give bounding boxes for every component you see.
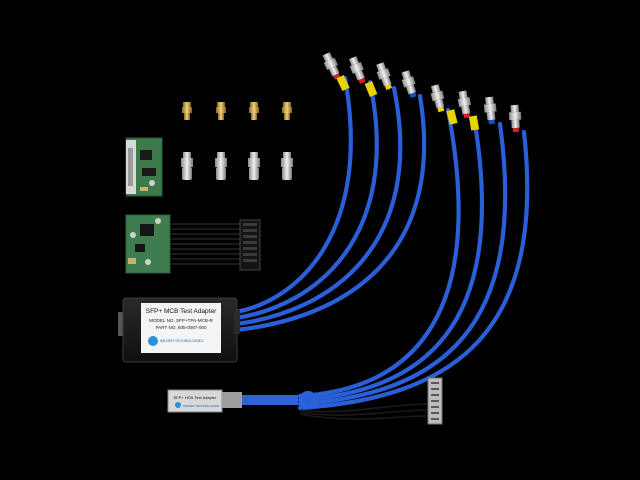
cable-sma-connectors [322,52,522,133]
cable-8 [297,129,530,411]
cable-4 [233,93,427,333]
cable-7 [297,121,508,407]
mcb-adapter-title: SFP+ MCB Test Adapter [146,308,217,315]
gold-sma-adapters [182,102,292,120]
sfp-pcb-module [125,137,163,197]
cable-labels [336,74,480,131]
hcb-adapter-title: SFP+ HCB Test Adapter [174,395,218,400]
pull-tab-ring [299,391,317,409]
cable-3 [233,85,403,327]
hcb-brand-logo-icon [175,402,181,408]
mcb-adapter-model: MODEL NO. SFP+TPA-MCB-R [149,318,213,323]
cable-6 [297,115,485,403]
mcb-test-adapter: SFP+ MCB Test Adapter MODEL NO. SFP+TPA-… [118,297,240,363]
blue-cables [233,75,530,411]
cable-2 [233,79,379,321]
cable-5 [297,107,461,399]
mcb-adapter-brand: WILDER TECHNOLOGIES [160,339,204,343]
hcb-test-adapter: SFP+ HCB Test Adapter WILDER TECHNOLOGIE… [167,377,443,425]
test-pcb-with-ribbon [125,214,261,274]
mcb-adapter-part: PART NO. 605-0087-000 [155,325,207,330]
brand-logo-icon [148,336,158,346]
cable-1 [233,75,353,315]
silver-sma-terminations [181,152,293,180]
hcb-adapter-brand: WILDER TECHNOLOGIES [183,404,219,408]
